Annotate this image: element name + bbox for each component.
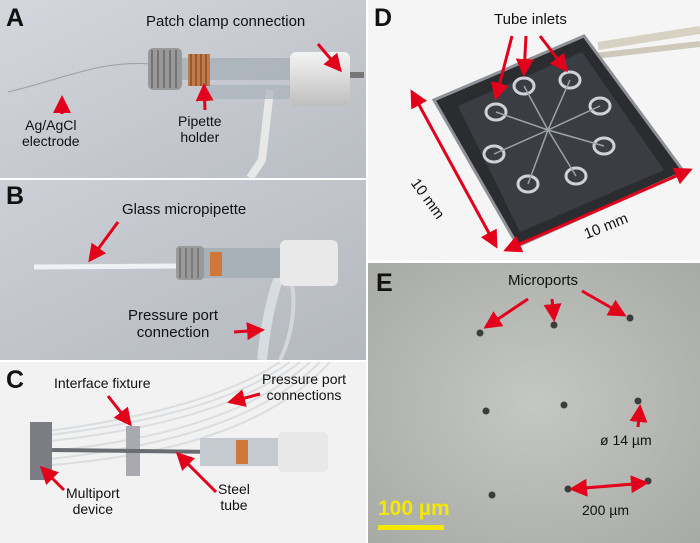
pressure-port-label: Pressure port connection [128,307,219,341]
panel-d-photo [368,0,700,260]
panel-e: E Microports ø 14 µm 200 µm 100 µm [368,263,700,543]
panel-d-letter: D [374,4,393,32]
scale-bar-line [378,525,444,530]
spacing-label: 200 µm [582,502,629,518]
panel-c-letter: C [6,366,25,394]
panel-d: D Tube inlets 10 mm 10 mm [368,0,700,260]
electrode-label: Ag/AgCl electrode [22,117,80,149]
steel-tube-label: Steel tube [218,481,250,513]
panel-b-photo [0,180,366,360]
diameter-label: ø 14 µm [600,432,652,448]
panel-e-letter: E [376,269,393,297]
panel-a-letter: A [6,4,25,32]
pressure-ports-label: Pressure port connections [262,371,347,403]
panel-a: A Patch clamp connection Ag/AgCl electro… [0,0,366,178]
multiport-device-label: Multiport device [66,485,120,517]
panel-b: B Glass micropipette Pressure port conne… [0,180,366,360]
panel-c: C Interface fixture Pressure port connec… [0,362,366,543]
tube-inlets-label: Tube inlets [494,11,567,28]
panel-b-letter: B [6,182,25,210]
microports-label: Microports [508,272,579,289]
scale-bar-label: 100 µm [378,497,450,520]
pipette-holder-label: Pipette holder [178,113,222,145]
micropipette-label: Glass micropipette [122,201,247,218]
interface-fixture-label: Interface fixture [54,375,151,391]
panel-a-photo [0,0,366,178]
patch-clamp-label: Patch clamp connection [146,13,306,30]
